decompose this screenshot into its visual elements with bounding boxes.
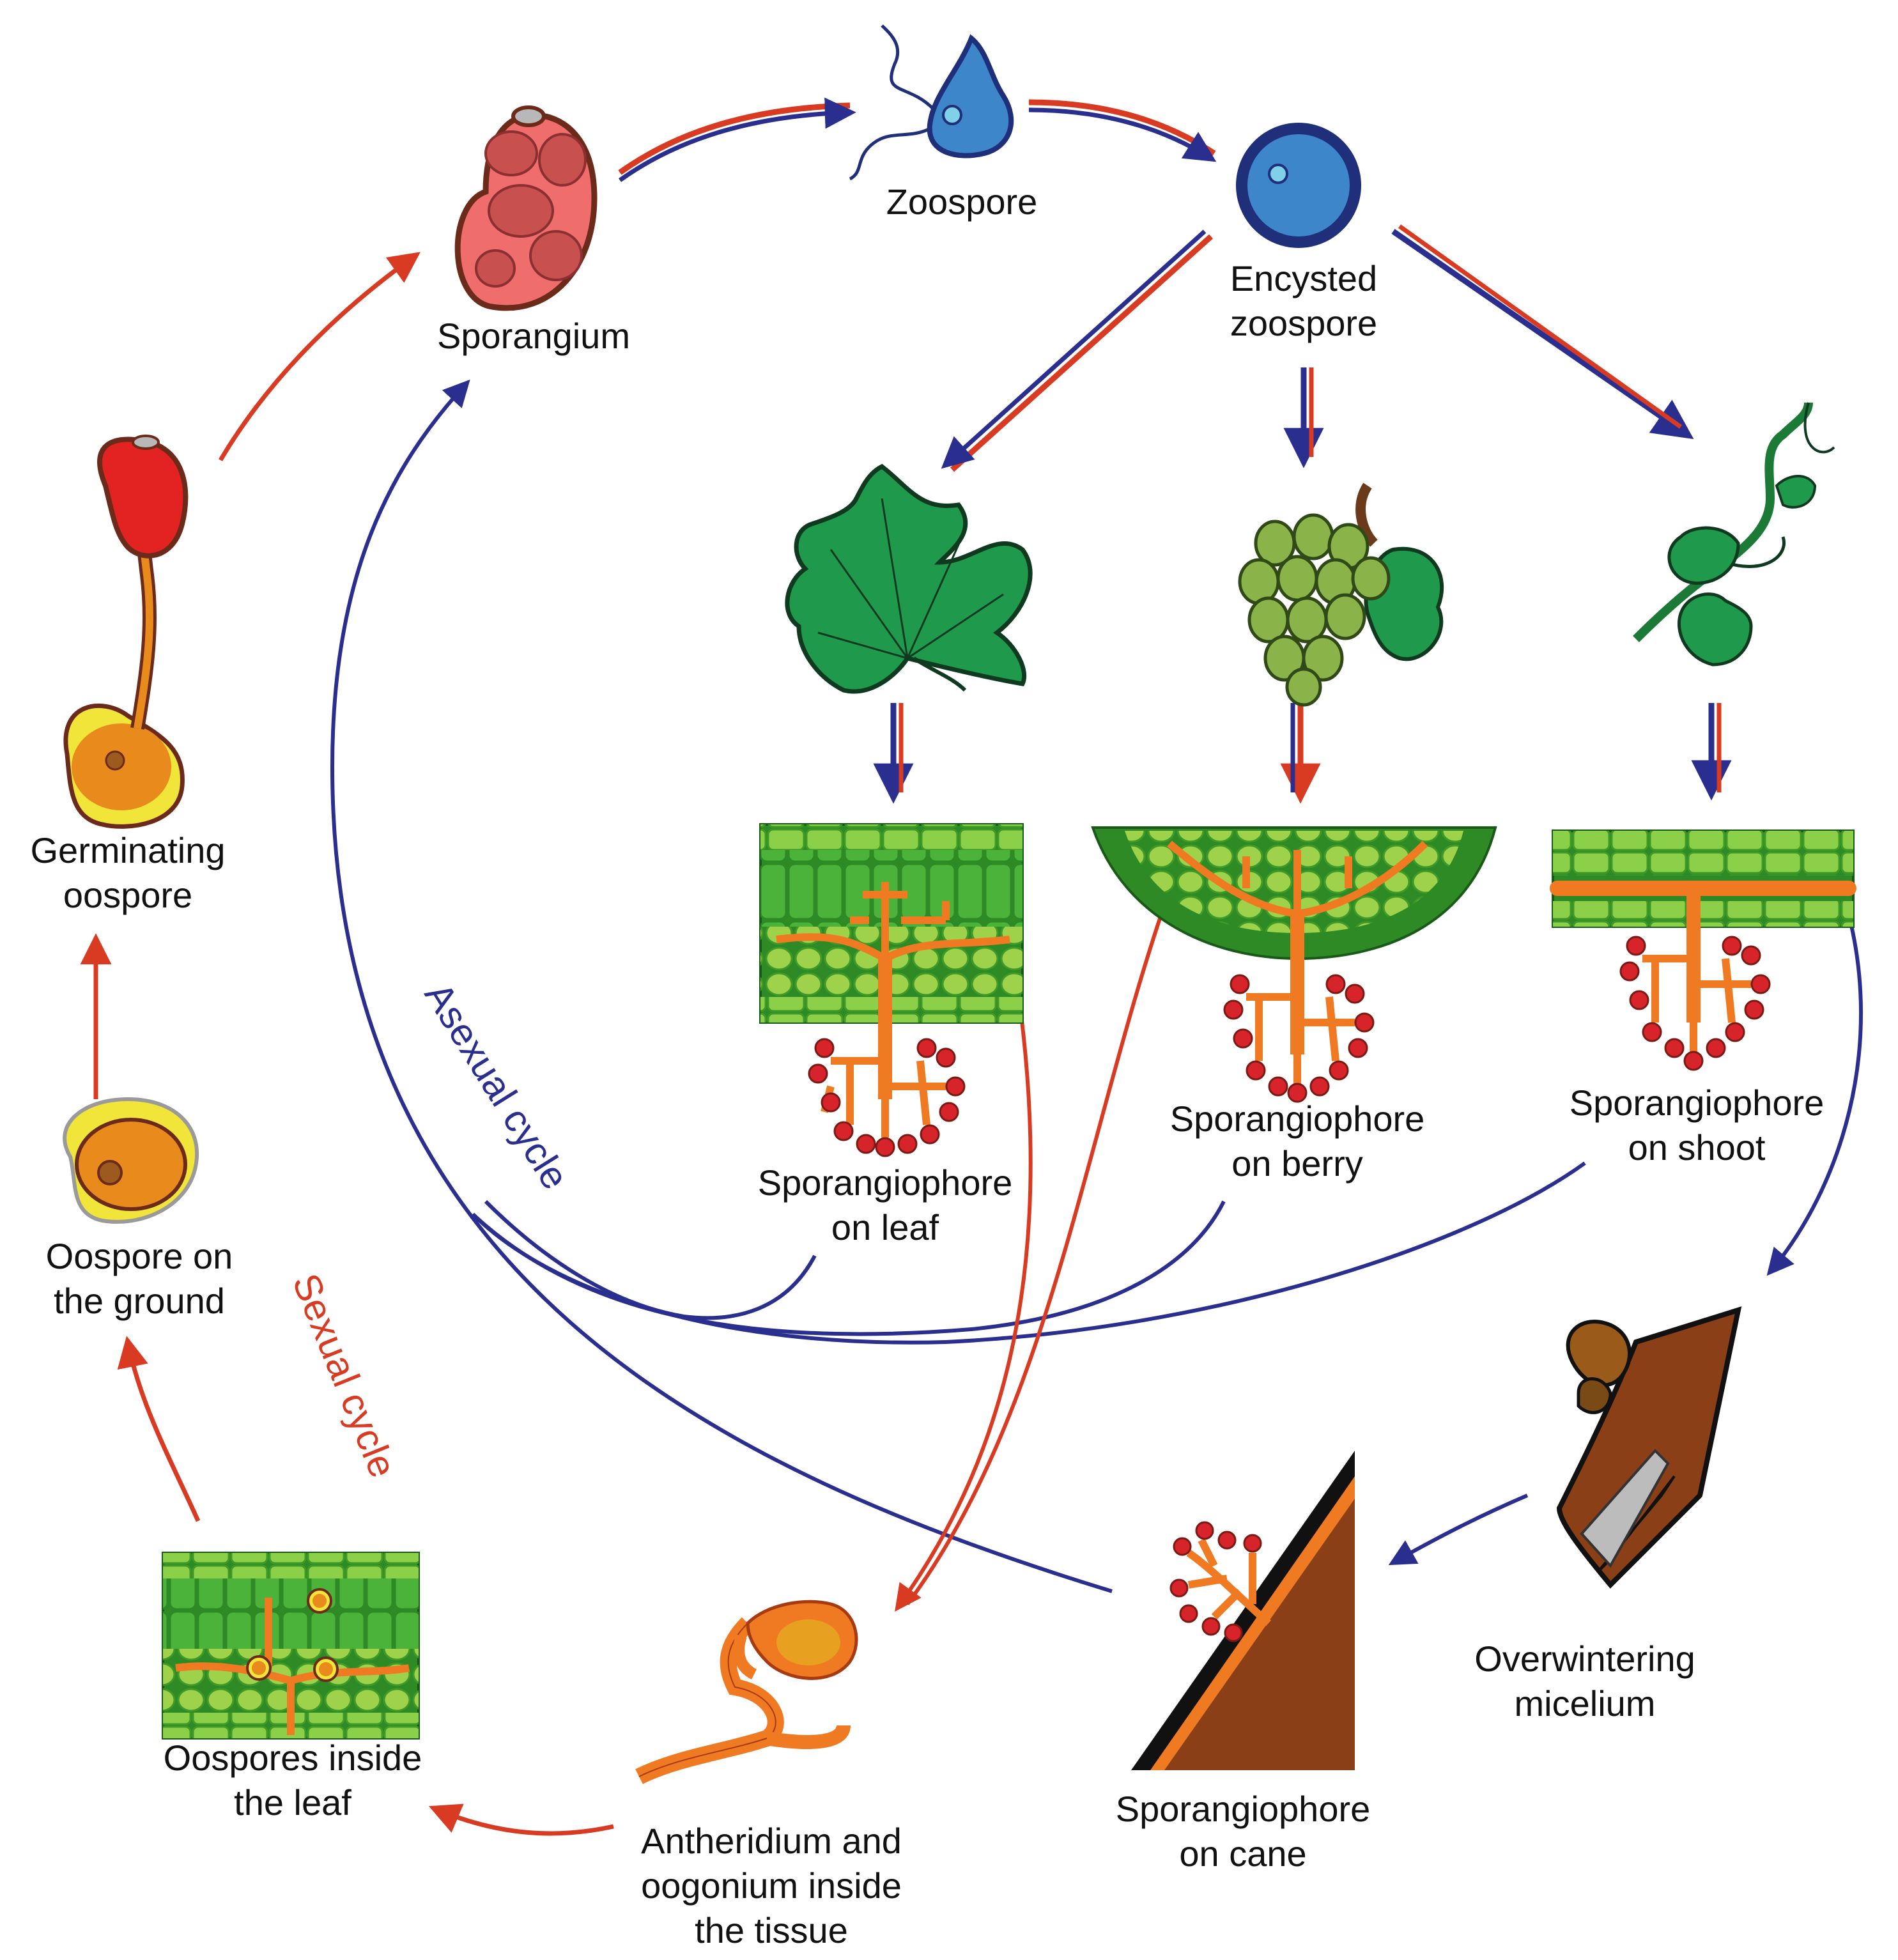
sporangium-illustration xyxy=(454,105,598,311)
label-oospore-ground-line1: Oospore on xyxy=(46,1236,233,1276)
label-germinating-line1: Germinating xyxy=(30,830,225,870)
arrow-zoospore-to-encysted-blue xyxy=(1028,107,1217,162)
arrow-oospores-to-ground xyxy=(117,1336,201,1522)
label-oospores-leaf-line2: the leaf xyxy=(234,1782,351,1823)
label-spg-berry-line2: on berry xyxy=(1231,1143,1362,1184)
germinating-oospore-illustration xyxy=(63,435,189,829)
arrow-encysted-to-shoot-red xyxy=(1398,224,1683,429)
label-spg-leaf-line2: on leaf xyxy=(831,1207,939,1247)
label-asexual-cycle: Asexual cycle xyxy=(417,975,577,1197)
oospores-inside-leaf-illustration xyxy=(162,1552,420,1740)
label-encysted-line1: Encysted xyxy=(1230,258,1377,298)
zoospore-illustration xyxy=(849,24,1014,181)
arrow-germinating-to-sporangium xyxy=(218,252,420,461)
arrow-encysted-to-shoot xyxy=(1391,229,1694,440)
label-spg-shoot-line1: Sporangiophore xyxy=(1570,1083,1825,1123)
arrow-encysted-to-leaf xyxy=(950,234,1214,472)
asexual-loop-main xyxy=(330,379,1113,1593)
sporangiophore-on-shoot-illustration xyxy=(1550,830,1856,1071)
asexual-return-shoot xyxy=(471,1161,1586,1345)
grape-bunch-illustration xyxy=(1238,482,1444,707)
antheridium-oogonium-illustration xyxy=(635,1600,858,1784)
oospore-on-ground-illustration xyxy=(63,1097,199,1224)
label-spg-leaf-line1: Sporangiophore xyxy=(758,1162,1013,1203)
label-spg-berry-line1: Sporangiophore xyxy=(1170,1099,1425,1139)
cycle-arrows xyxy=(80,97,1863,1836)
label-sporangium: Sporangium xyxy=(437,316,630,356)
sporangiophore-on-cane-illustration xyxy=(1131,1451,1355,1770)
overwintering-micelium-illustration xyxy=(1556,1306,1742,1589)
label-oospores-leaf-line1: Oospores inside xyxy=(164,1738,422,1778)
label-antheridium-line1: Antheridium and xyxy=(641,1821,902,1861)
label-sexual-cycle: Sexual cycle xyxy=(284,1268,405,1483)
label-zoospore: Zoospore xyxy=(886,181,1038,222)
sporangiophore-on-leaf-illustration xyxy=(759,823,1024,1157)
label-spg-shoot-line2: on shoot xyxy=(1628,1127,1766,1168)
sporangiophore-on-berry-illustration xyxy=(1091,826,1497,1103)
label-germinating-line2: oospore xyxy=(63,875,192,915)
arrow-encysted-to-leaf-blue xyxy=(941,229,1207,469)
label-antheridium-line3: the tissue xyxy=(695,1910,848,1950)
arrow-overwintering-to-cane xyxy=(1388,1493,1529,1566)
label-overwinter-line2: micelium xyxy=(1515,1683,1656,1724)
encysted-zoospore-illustration xyxy=(1236,123,1361,248)
arrow-sporangium-to-zoospore-blue xyxy=(618,97,856,182)
label-oospore-ground-line2: the ground xyxy=(54,1281,225,1321)
label-spg-cane-line1: Sporangiophore xyxy=(1116,1789,1371,1829)
arrow-antheridium-to-oospores xyxy=(428,1803,614,1836)
label-spg-cane-line2: on cane xyxy=(1179,1833,1306,1874)
label-encysted-line2: zoospore xyxy=(1230,303,1377,343)
label-overwinter-line1: Overwintering xyxy=(1474,1639,1695,1679)
label-antheridium-line2: oogonium inside xyxy=(641,1865,902,1906)
arrow-shoot-to-overwintering xyxy=(1766,907,1863,1276)
arrow-berry-to-antheridium xyxy=(906,871,1178,1605)
grape-shoot-illustration xyxy=(1633,402,1835,667)
arrow-leaf-to-antheridium xyxy=(895,977,1033,1612)
grape-leaf-illustration xyxy=(785,463,1033,694)
arrow-sporangium-to-zoospore xyxy=(618,102,851,175)
